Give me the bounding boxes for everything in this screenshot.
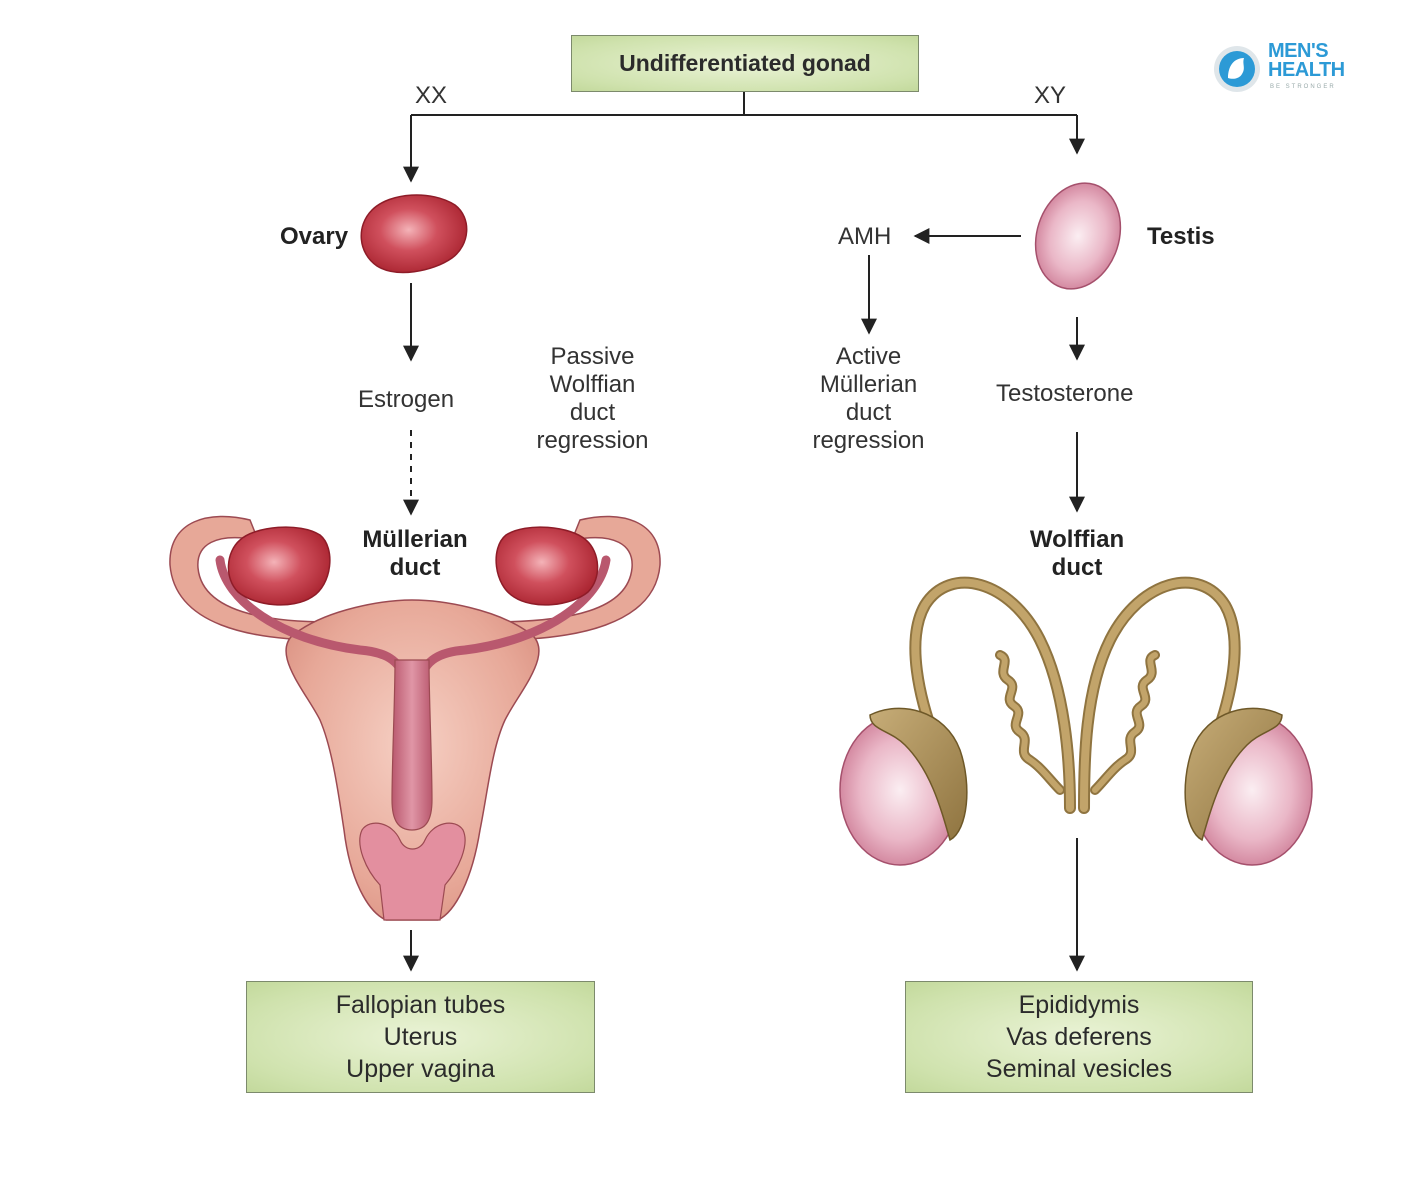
- testosterone-label: Testosterone: [996, 380, 1134, 407]
- male-outcomes-box: Epididymis Vas deferens Seminal vesicles: [905, 981, 1253, 1093]
- wolffian-illustration: [839, 576, 1313, 866]
- mens-health-logo: MEN'S HEALTH BE STRONGER: [1212, 40, 1362, 96]
- branch-connectors: [403, 92, 1085, 183]
- logo-line1: MEN'S: [1268, 40, 1329, 62]
- estrogen-label: Estrogen: [358, 386, 455, 413]
- male-outcome-item: Epididymis: [1018, 991, 1140, 1019]
- logo-emblem-icon: [1214, 46, 1260, 92]
- male-outcome-item: Vas deferens: [1006, 1023, 1152, 1051]
- female-outcome-item: Upper vagina: [346, 1055, 495, 1083]
- xy-label: XY: [1034, 82, 1067, 109]
- uterus-illustration: [169, 515, 661, 921]
- ovary-label: Ovary: [280, 223, 349, 250]
- male-outcome-item: Seminal vesicles: [985, 1055, 1173, 1083]
- passive-wolffian-regression-label: Passive Wolffian duct regression: [536, 343, 649, 454]
- female-outcome-item: Fallopian tubes: [335, 991, 506, 1019]
- female-outcomes-box: Fallopian tubes Uterus Upper vagina: [246, 981, 595, 1093]
- mullerian-duct-label: Müllerian duct: [362, 526, 468, 581]
- logo-line2: HEALTH: [1268, 59, 1345, 81]
- undifferentiated-gonad-label: Undifferentiated gonad: [619, 50, 871, 76]
- female-outcome-item: Uterus: [383, 1023, 458, 1051]
- undifferentiated-gonad-box: Undifferentiated gonad: [571, 35, 919, 92]
- wolffian-duct-label: Wolffian duct: [1029, 526, 1125, 581]
- amh-label: AMH: [838, 223, 892, 250]
- ovary-illustration: [360, 194, 468, 274]
- logo-tagline: BE STRONGER: [1270, 84, 1336, 90]
- active-mullerian-regression-label: Active Müllerian duct regression: [812, 343, 925, 454]
- xx-label: XX: [415, 82, 448, 109]
- testis-label: Testis: [1147, 223, 1215, 250]
- male-arrows: [861, 228, 1085, 972]
- testis-illustration: [1034, 182, 1122, 290]
